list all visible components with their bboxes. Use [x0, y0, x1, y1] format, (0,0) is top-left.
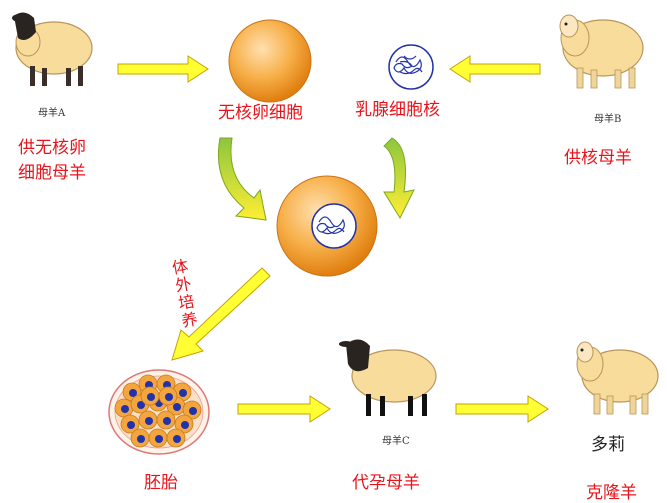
embryo-icon	[108, 369, 210, 455]
curved-arrow-egg-to-fusion	[217, 137, 267, 221]
embryo-cell-nucleus	[147, 393, 155, 401]
arrow-egg-to-embryo	[171, 267, 271, 361]
egg-donor-label-line1: 供无核卵	[18, 138, 86, 158]
curved-arrow-nucleus-to-fusion	[383, 137, 415, 220]
clone-sheep-label: 克隆羊	[586, 483, 637, 503]
embryo-cell-nucleus	[165, 393, 173, 401]
arrow-sheep-a-to-egg	[117, 55, 209, 83]
mammary-nucleus-label: 乳腺细胞核	[355, 100, 440, 120]
nucleus-donor-label: 供核母羊	[564, 148, 632, 168]
egg-donor-label-line2: 细胞母羊	[18, 163, 86, 183]
embryo-cell-nucleus	[145, 417, 153, 425]
sheep-a-label: 母羊A	[38, 108, 66, 119]
embryo-cell-nucleus	[163, 417, 171, 425]
sheep-a-icon	[12, 12, 93, 86]
arrow-surrogate-to-dolly	[455, 395, 549, 423]
arrow-sheep-b-to-nucleus	[449, 55, 541, 83]
embryo-label: 胚胎	[144, 473, 178, 493]
enucleated-egg-label: 无核卵细胞	[218, 103, 303, 123]
embryo-cell-nucleus	[137, 435, 145, 443]
embryo-cell-nucleus	[173, 435, 181, 443]
reconstructed-egg-cell	[276, 175, 378, 277]
embryo-cell-nucleus	[173, 403, 181, 411]
arrow-embryo-to-surrogate	[237, 395, 331, 423]
embryo-cell-nucleus	[137, 401, 145, 409]
mammary-cell-nucleus	[388, 44, 434, 90]
surrogate-label: 代孕母羊	[352, 473, 420, 493]
enucleated-egg-cell	[228, 19, 312, 103]
embryo-cell-nucleus	[155, 435, 163, 443]
embryo-cell-nucleus	[179, 389, 187, 397]
embryo-cell-nucleus	[127, 421, 135, 429]
dolly-sheep-icon	[576, 341, 659, 415]
embryo-cell-nucleus	[189, 407, 197, 415]
embryo-cell-nucleus	[121, 405, 129, 413]
sheep-b-label: 母羊B	[594, 114, 622, 125]
sheep-b-icon	[559, 14, 644, 89]
sheep-c-label: 母羊C	[382, 436, 410, 447]
sheep-c-icon	[339, 339, 437, 416]
embryo-cell-nucleus	[181, 421, 189, 429]
embryo-cell-nucleus	[129, 389, 137, 397]
dolly-label: 多莉	[591, 435, 625, 455]
